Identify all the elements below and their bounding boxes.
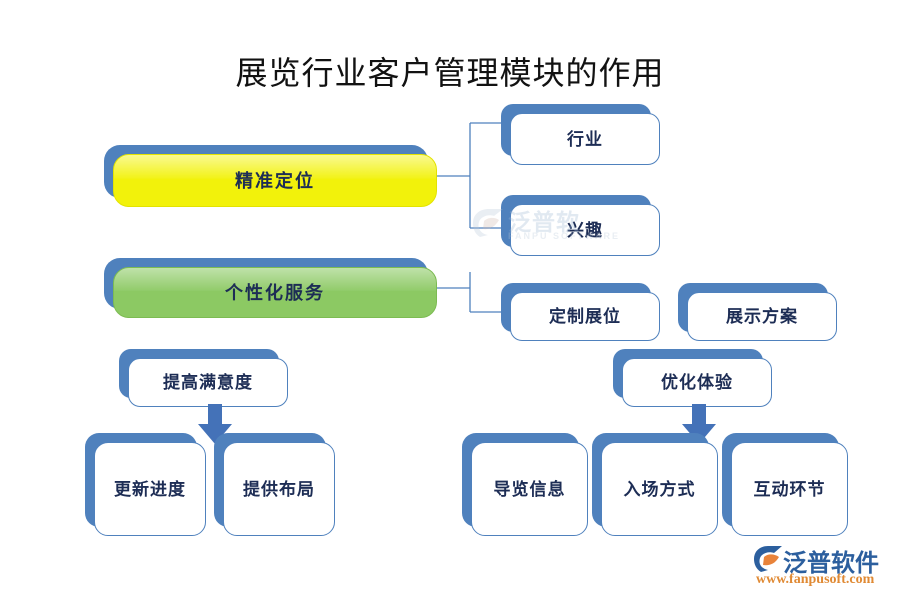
node-label: 提高满意度 [163, 373, 253, 392]
node-update-progress[interactable]: 更新进度 [85, 433, 206, 536]
node-face: 提高满意度 [128, 358, 288, 407]
node-label: 个性化服务 [225, 282, 325, 303]
node-label: 精准定位 [235, 170, 315, 191]
brand-logo: 泛普软件 www.fanpusoft.com [752, 543, 898, 593]
node-face: 导览信息 [471, 442, 588, 536]
node-face: 兴趣 [510, 204, 660, 256]
node-label: 定制展位 [549, 307, 621, 326]
node-industry[interactable]: 行业 [501, 104, 660, 165]
node-label: 展示方案 [726, 307, 798, 326]
node-face: 入场方式 [601, 442, 718, 536]
node-face: 提供布局 [223, 442, 335, 536]
node-face: 优化体验 [622, 358, 772, 407]
node-face: 展示方案 [687, 292, 837, 341]
node-entry-method[interactable]: 入场方式 [592, 433, 718, 536]
node-custom-booth[interactable]: 定制展位 [501, 283, 660, 341]
node-face: 更新进度 [94, 442, 206, 536]
node-label: 优化体验 [661, 373, 733, 392]
node-label: 更新进度 [114, 479, 186, 499]
node-provide-layout[interactable]: 提供布局 [214, 433, 335, 536]
node-label: 导览信息 [493, 479, 566, 499]
node-guide-info[interactable]: 导览信息 [462, 433, 588, 536]
node-label: 兴趣 [567, 220, 603, 240]
node-optimize-experience[interactable]: 优化体验 [613, 349, 772, 407]
node-label: 入场方式 [623, 479, 696, 499]
node-label: 互动环节 [753, 479, 826, 499]
node-face: 定制展位 [510, 292, 660, 341]
node-raise-satisfaction[interactable]: 提高满意度 [119, 349, 288, 407]
brand-url-text: www.fanpusoft.com [756, 572, 875, 587]
node-personalized-service[interactable]: 个性化服务 [104, 258, 437, 318]
brand-cn-text: 泛普软件 [783, 550, 879, 577]
node-face: 精准定位 [113, 154, 437, 207]
node-precise-targeting[interactable]: 精准定位 [104, 145, 437, 207]
node-interest[interactable]: 兴趣 [501, 195, 660, 256]
brand-logo-icon [754, 546, 782, 572]
node-face: 互动环节 [731, 442, 848, 536]
node-face: 个性化服务 [113, 267, 437, 318]
node-interactive-session[interactable]: 互动环节 [722, 433, 848, 536]
node-display-plan[interactable]: 展示方案 [678, 283, 837, 341]
node-label: 行业 [567, 129, 603, 149]
node-label: 提供布局 [243, 479, 315, 499]
node-face: 行业 [510, 113, 660, 165]
page-title: 展览行业客户管理模块的作用 [235, 55, 665, 91]
